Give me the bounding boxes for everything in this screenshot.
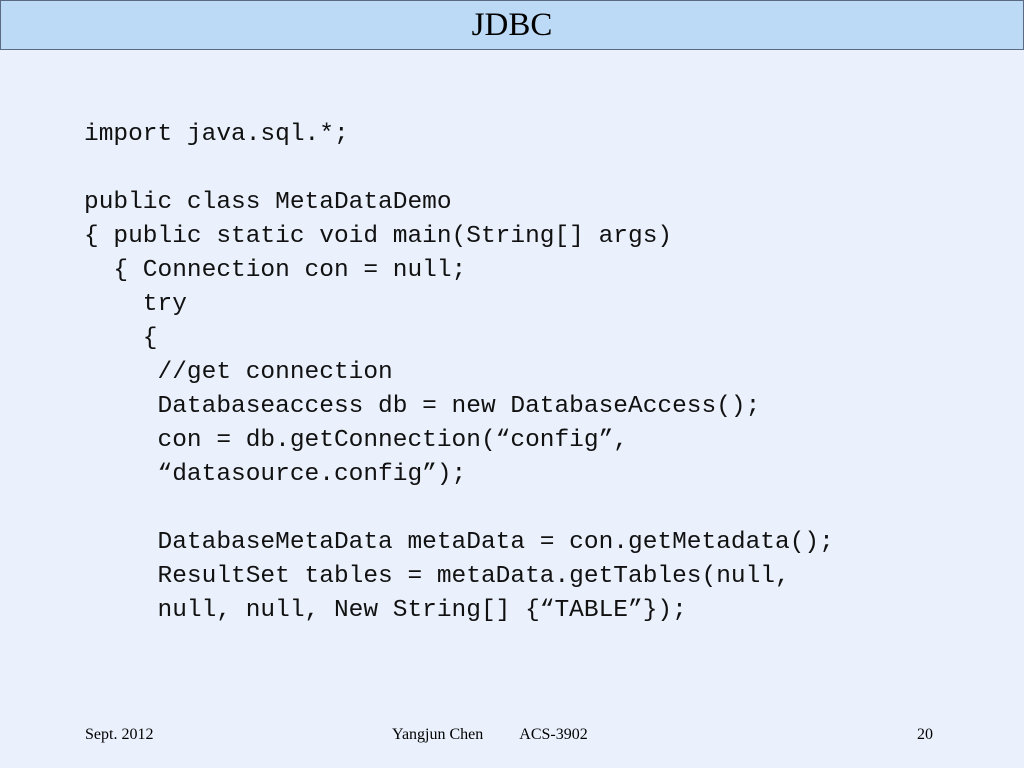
footer-date: Sept. 2012 (85, 726, 154, 743)
code-line: null, null, New String[] {“TABLE”}); (84, 597, 687, 624)
code-line (84, 152, 984, 186)
footer-course: ACS-3902 (519, 726, 588, 743)
footer-author-course: Yangjun Chen ACS-3902 (392, 726, 588, 744)
slide-title-bar: JDBC (0, 0, 1024, 50)
code-line: DatabaseMetaData metaData = con.getMetad… (84, 529, 834, 556)
code-line (84, 492, 984, 526)
code-block: import java.sql.*; public class MetaData… (84, 118, 984, 628)
code-line: try (84, 291, 187, 318)
footer-author: Yangjun Chen (392, 726, 484, 743)
code-line: { Connection con = null; (84, 257, 467, 284)
slide-title: JDBC (471, 6, 553, 43)
code-line: { (84, 325, 158, 352)
code-line: con = db.getConnection(“config”, (84, 427, 629, 454)
code-line: ResultSet tables = metaData.getTables(nu… (84, 563, 790, 590)
code-line: { public static void main(String[] args) (84, 223, 673, 250)
footer-page-number: 20 (917, 726, 933, 743)
code-line: //get connection (84, 359, 393, 386)
code-line: import java.sql.*; (84, 121, 349, 148)
code-line: “datasource.config”); (84, 461, 467, 488)
code-line: public class MetaDataDemo (84, 189, 452, 216)
code-line: Databaseaccess db = new DatabaseAccess()… (84, 393, 761, 420)
